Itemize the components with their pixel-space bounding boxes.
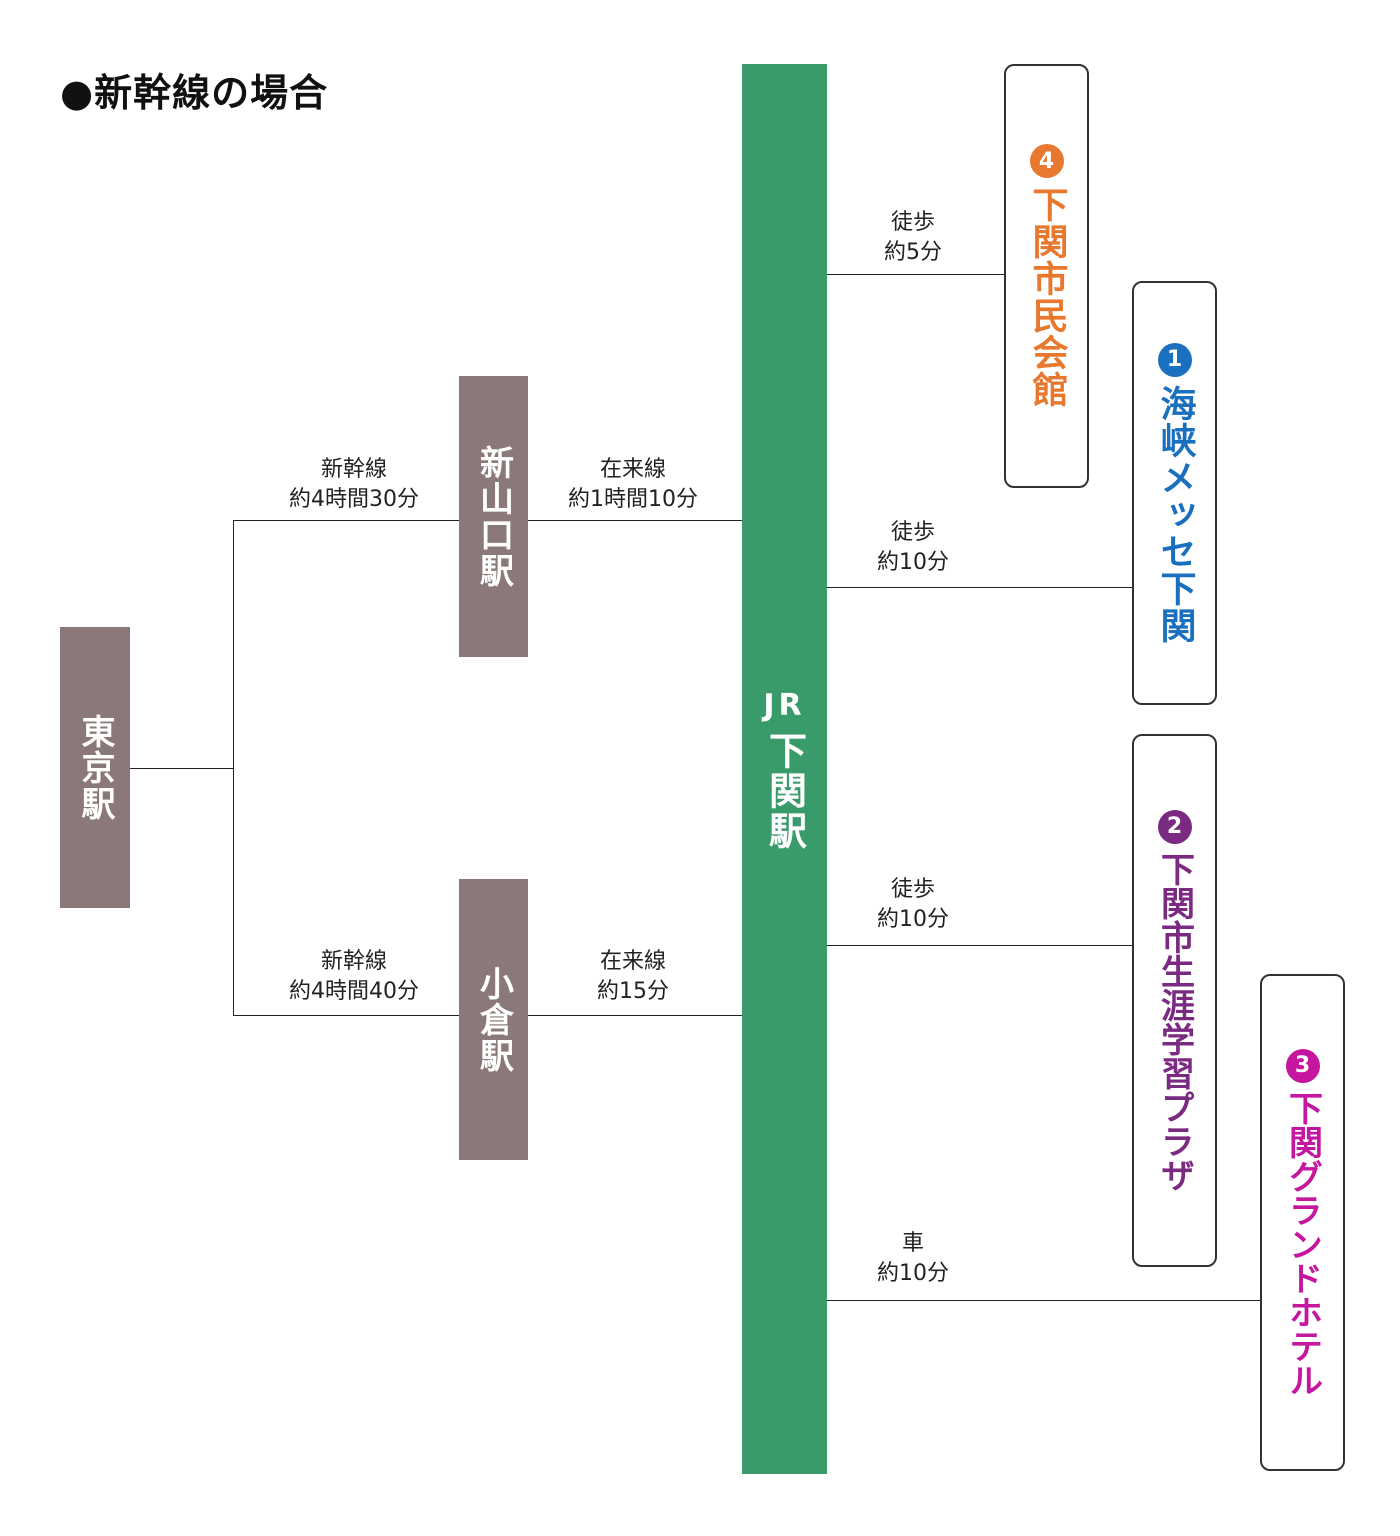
route-label-to-dest2: 徒歩 約10分: [853, 875, 973, 935]
connector-to-shin-yamaguchi: [233, 520, 459, 521]
page-title: ●新幹線の場合: [60, 71, 329, 115]
route-time: 約5分: [884, 240, 942, 265]
station-tokyo: 東京駅: [60, 627, 130, 908]
route-time: 約1時間10分: [568, 487, 698, 512]
connector-shin-yamaguchi-jr: [528, 520, 742, 521]
route-label-to-dest3: 車 約10分: [853, 1229, 973, 1289]
number-badge: 3: [1285, 1048, 1320, 1083]
route-label-tokyo-shin-yamaguchi: 新幹線 約4時間30分: [254, 455, 454, 515]
jr-prefix: JR: [763, 687, 806, 723]
route-label-tokyo-kokura: 新幹線 約4時間40分: [254, 947, 454, 1007]
route-time: 約15分: [597, 979, 669, 1004]
connector-to-kokura: [233, 1015, 459, 1016]
route-mode: 新幹線: [320, 457, 387, 482]
destination-kaikyo-messe: 1 海峡メッセ下関: [1132, 281, 1217, 705]
route-mode: 徒歩: [890, 520, 935, 545]
destination-lifelong-learning-plaza: 2 下関市生涯学習プラザ: [1132, 734, 1217, 1267]
route-mode: 車: [901, 1231, 924, 1256]
route-time: 約10分: [877, 550, 949, 575]
number-badge: 1: [1157, 342, 1192, 377]
destination-name: 海峡メッセ下関: [1154, 384, 1196, 644]
connector-jr-dest1: [827, 587, 1133, 588]
destination-grand-hotel: 3 下関グランドホテル: [1260, 974, 1345, 1471]
station-jr-shimonoseki: JR 下関駅: [742, 64, 827, 1474]
destination-name: 下関グランドホテル: [1282, 1090, 1323, 1397]
connector-jr-dest4: [827, 274, 1005, 275]
route-label-to-dest1: 徒歩 約10分: [853, 518, 973, 578]
jr-station-name: 下関駅: [762, 730, 807, 851]
route-time: 約10分: [877, 1261, 949, 1286]
connector-jr-dest2: [827, 945, 1133, 946]
route-mode: 在来線: [599, 949, 666, 974]
route-mode: 徒歩: [890, 210, 935, 235]
route-label-kokura-jr: 在来線 約15分: [533, 947, 733, 1007]
station-shin-yamaguchi: 新山口駅: [459, 376, 528, 657]
route-time: 約10分: [877, 907, 949, 932]
destination-name: 下関市生涯学習プラザ: [1154, 851, 1195, 1192]
destination-shimonoseki-civic-hall: 4 下関市民会館: [1004, 64, 1089, 488]
station-tokyo-label: 東京駅: [75, 713, 115, 822]
number-badge: 4: [1029, 144, 1064, 178]
destination-name: 下関市民会館: [1026, 186, 1068, 408]
route-time: 約4時間40分: [289, 979, 419, 1004]
number-badge: 2: [1157, 809, 1192, 844]
connector-tokyo-branch: [130, 768, 233, 769]
route-label-shin-yamaguchi-jr: 在来線 約1時間10分: [533, 455, 733, 515]
station-kokura: 小倉駅: [459, 879, 528, 1160]
station-shin-yamaguchi-label: 新山口駅: [473, 444, 514, 589]
connector-kokura-jr: [528, 1015, 742, 1016]
route-time: 約4時間30分: [289, 487, 419, 512]
route-mode: 徒歩: [890, 877, 935, 902]
station-kokura-label: 小倉駅: [473, 965, 514, 1074]
route-mode: 在来線: [599, 457, 666, 482]
route-mode: 新幹線: [320, 949, 387, 974]
connector-branch-vertical: [233, 520, 234, 1016]
route-label-to-dest4: 徒歩 約5分: [853, 208, 973, 268]
connector-jr-dest3: [827, 1300, 1261, 1301]
